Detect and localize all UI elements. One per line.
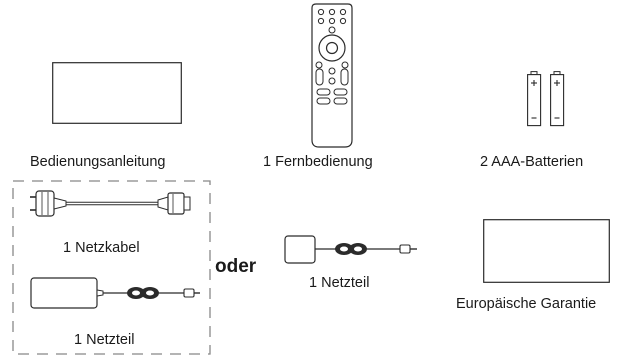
manual-sheet-icon bbox=[52, 62, 182, 124]
dashed-group-box bbox=[12, 180, 212, 356]
power-adapter-icon bbox=[30, 276, 202, 312]
manual-label: Bedienungsanleitung bbox=[30, 154, 166, 170]
warranty-card-icon bbox=[483, 219, 610, 283]
batteries-label: 2 AAA-Batterien bbox=[480, 154, 584, 170]
remote-label: 1 Fernbedienung bbox=[263, 154, 373, 170]
remote-control-icon bbox=[311, 3, 353, 148]
power-adapter-icon bbox=[284, 232, 420, 266]
battery-icon bbox=[527, 71, 565, 127]
or-separator: oder bbox=[215, 256, 257, 277]
warranty-label: Europäische Garantie bbox=[456, 296, 597, 312]
power-cable-icon bbox=[30, 188, 192, 220]
power-adapter-large-label: 1 Netzteil bbox=[74, 332, 135, 348]
power-adapter-small-label: 1 Netzteil bbox=[309, 275, 370, 291]
power-cable-label: 1 Netzkabel bbox=[63, 240, 140, 256]
